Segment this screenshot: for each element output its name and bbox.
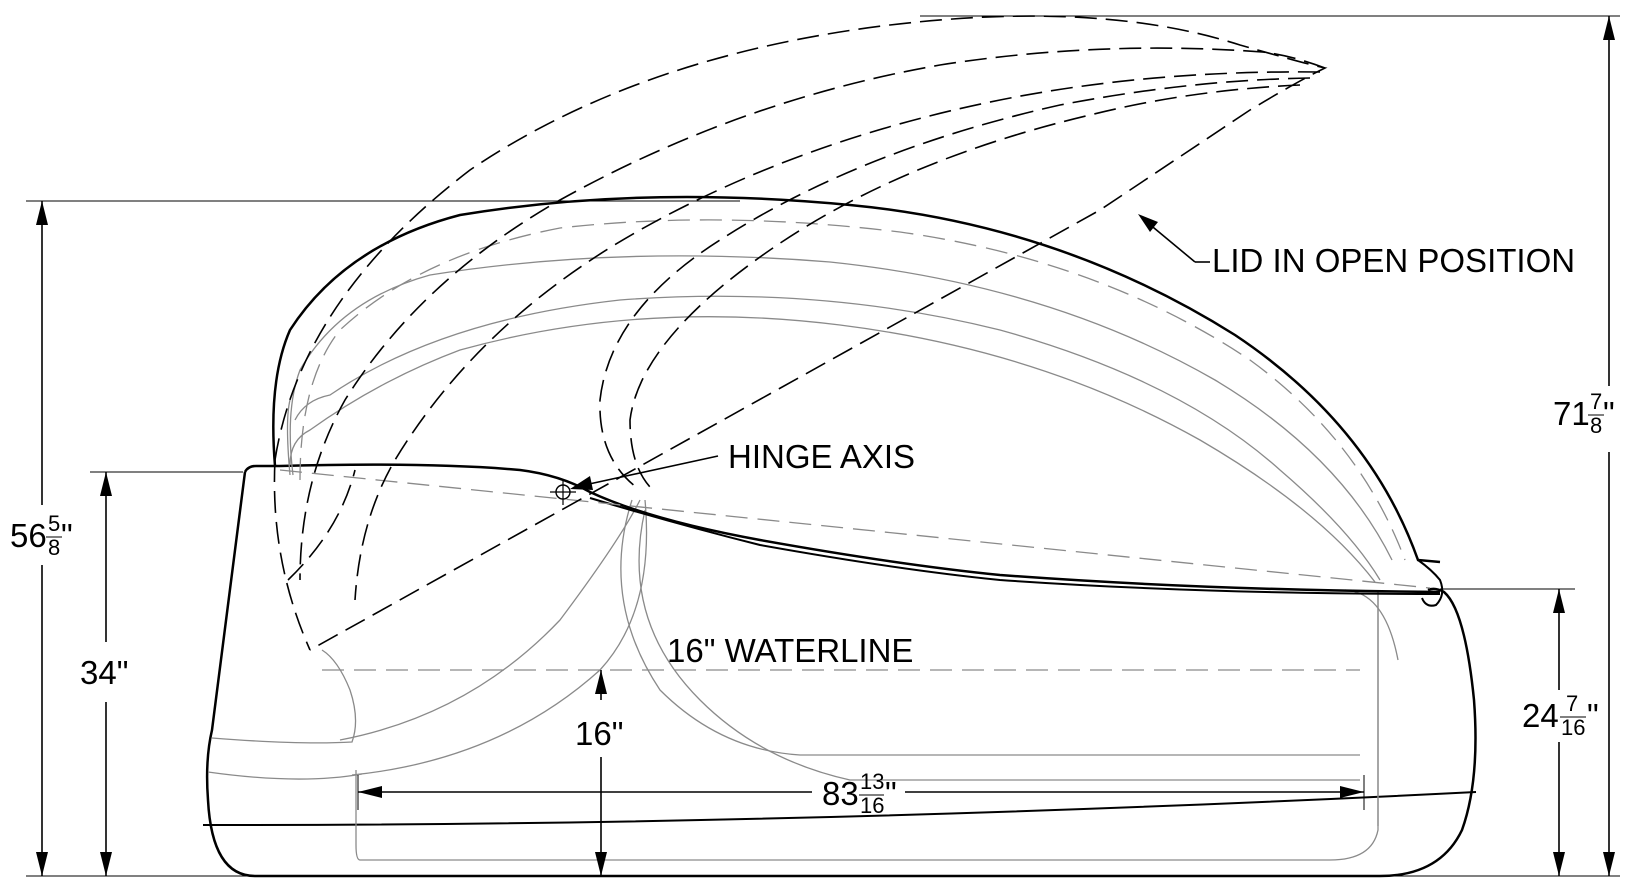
dim-83-num: 13	[860, 769, 884, 794]
lid-open-callout: LID IN OPEN POSITION	[1138, 214, 1575, 279]
closed-lid	[272, 195, 1444, 607]
dim-24-unit: "	[1587, 697, 1599, 734]
dimension-overall-length: 83 13 16 "	[358, 769, 1364, 818]
tub-body	[202, 464, 1477, 878]
dim-24-num: 7	[1566, 691, 1578, 716]
dim-71-unit: "	[1603, 395, 1615, 432]
dimension-hinge-height: 34"	[80, 472, 128, 876]
waterline-label: 16" WATERLINE	[667, 632, 913, 669]
extension-lines	[26, 15, 1620, 877]
dim-16-label: 16"	[575, 715, 623, 752]
dimension-rim-height: 24 7 16 "	[1522, 589, 1599, 876]
dim-24-den: 16	[1561, 715, 1585, 740]
hinge-axis-symbol	[550, 479, 576, 505]
dim-56-whole: 56	[10, 517, 47, 554]
dimension-waterline-height: 16"	[575, 670, 623, 876]
dim-83-whole: 83	[822, 775, 859, 812]
dim-71-num: 7	[1590, 389, 1602, 414]
dim-56-num: 5	[48, 511, 60, 536]
hinge-axis-label: HINGE AXIS	[728, 438, 915, 475]
dim-83-unit: "	[885, 775, 897, 812]
dimension-overall-height-open: 71 7 8 "	[1553, 16, 1615, 876]
dim-56-den: 8	[48, 535, 60, 560]
dim-83-den: 16	[860, 793, 884, 818]
dim-24-whole: 24	[1522, 697, 1559, 734]
dimension-overall-height-closed: 56 5 8 "	[10, 201, 73, 876]
lid-open-label: LID IN OPEN POSITION	[1212, 242, 1575, 279]
dim-56-unit: "	[61, 517, 73, 554]
dim-71-whole: 71	[1553, 395, 1590, 432]
open-lid-outline	[273, 15, 1328, 651]
dim-34-label: 34"	[80, 654, 128, 691]
dim-71-den: 8	[1590, 413, 1602, 438]
hinge-axis-callout: HINGE AXIS	[570, 438, 915, 490]
